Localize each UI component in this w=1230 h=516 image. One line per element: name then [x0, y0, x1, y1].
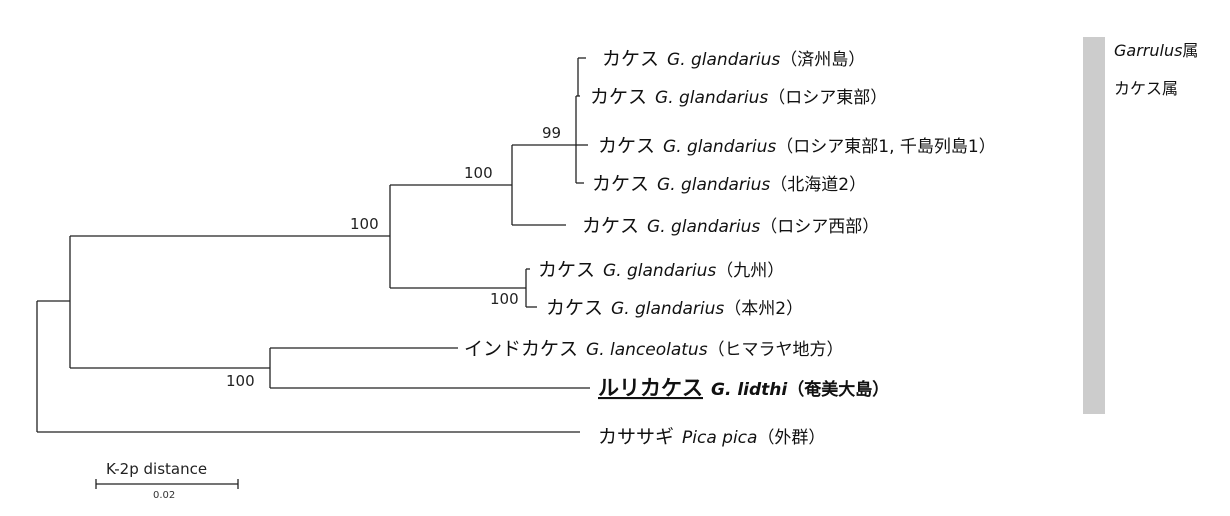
genus-label-jp: カケス属 [1114, 79, 1178, 98]
tip-locality: （済州島） [780, 50, 865, 70]
tip-label-t5: カケス G. glandarius（ロシア西部） [582, 215, 879, 237]
tip-common-name: カケス [546, 297, 603, 319]
tip-label-t4: カケス G. glandarius（北海道2） [592, 173, 866, 195]
tip-label-t9: ルリカケス G. lidthi（奄美大島） [598, 376, 889, 400]
genus-label: Garrulus属 [1114, 41, 1198, 60]
tip-common-name: カケス [582, 215, 639, 237]
tip-common-name: カササギ [598, 426, 674, 448]
tip-label-t3: カケス G. glandarius（ロシア東部1, 千島列島1） [598, 135, 996, 157]
tip-species-name: G. lanceolatus [586, 340, 708, 360]
bootstrap-asia-clade: 100 [464, 164, 493, 182]
tip-common-name: ルリカケス [598, 376, 703, 400]
tip-locality: （奄美大島） [787, 379, 889, 400]
tip-label-t10: カササギ Pica pica（外群） [598, 426, 825, 448]
tip-species-name: G. glandarius [667, 50, 780, 70]
bootstrap-japan-clade: 100 [490, 290, 519, 308]
tip-species-name: G. glandarius [655, 88, 768, 108]
tip-label-t6: カケス G. glandarius（九州） [538, 259, 784, 281]
tip-common-name: カケス [602, 48, 659, 70]
tip-common-name: インドカケス [464, 338, 578, 360]
tip-locality: （外群） [757, 428, 825, 448]
tip-species-name: G. lidthi [711, 380, 788, 400]
genus-bar [1083, 37, 1105, 414]
tip-label-t8: インドカケス G. lanceolatus（ヒマラヤ地方） [464, 338, 844, 360]
tip-locality: （ロシア西部） [760, 217, 879, 237]
tip-locality: （本州2） [724, 299, 803, 319]
tip-common-name: カケス [598, 135, 655, 157]
bootstrap-eastern-clade: 99 [542, 124, 561, 142]
tip-label-t7: カケス G. glandarius（本州2） [546, 297, 803, 319]
tree-branches [36, 57, 590, 433]
scale-bar-value: 0.02 [153, 490, 175, 501]
scale-bar: K-2p distance 0.02 [95, 460, 239, 501]
tip-label-t2: カケス G. glandarius（ロシア東部） [590, 86, 887, 108]
tip-common-name: カケス [590, 86, 647, 108]
tip-locality: （ロシア東部1, 千島列島1） [776, 137, 995, 157]
bootstrap-glandarius: 100 [350, 215, 379, 233]
tip-common-name: カケス [592, 173, 649, 195]
tip-species-name: G. glandarius [657, 175, 770, 195]
tip-species-name: G. glandarius [647, 217, 760, 237]
tip-locality: （ロシア東部） [768, 88, 887, 108]
tip-label-t1: カケス G. glandarius（済州島） [602, 48, 865, 70]
bootstrap-lanceolatus-lidthi: 100 [226, 372, 255, 390]
scale-bar-label: K-2p distance [106, 460, 207, 478]
tip-common-name: カケス [538, 259, 595, 281]
tip-locality: （ヒマラヤ地方） [708, 340, 844, 360]
tip-species-name: G. glandarius [663, 137, 776, 157]
tip-species-name: G. glandarius [611, 299, 724, 319]
tip-species-name: Pica pica [682, 428, 757, 448]
tip-species-name: G. glandarius [603, 261, 716, 281]
tip-locality: （北海道2） [770, 175, 866, 195]
tip-locality: （九州） [716, 261, 784, 281]
